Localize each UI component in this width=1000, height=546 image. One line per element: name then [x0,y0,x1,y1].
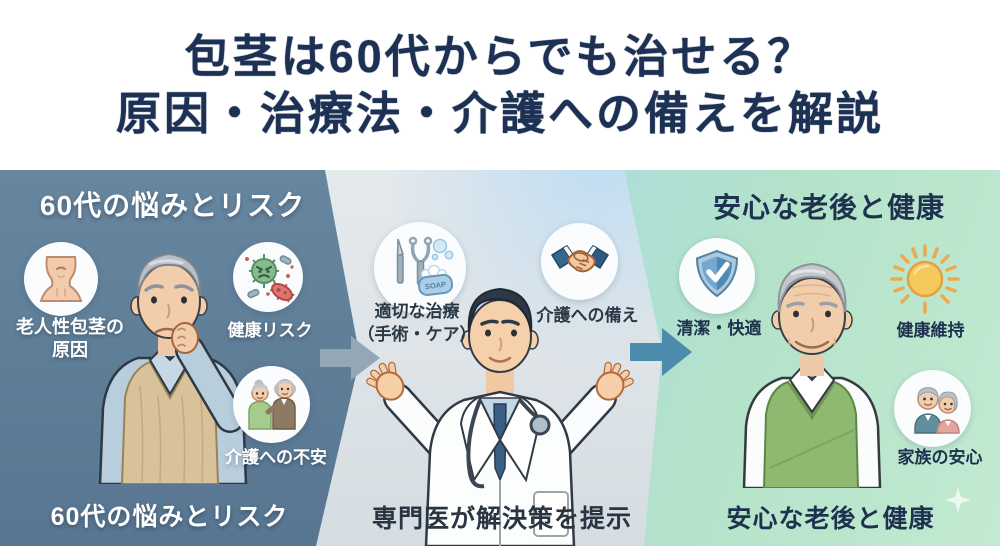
caregiving-couple-icon [233,366,310,443]
soap-text: SOAP [424,280,446,292]
health-maintenance-label: 健康維持 [896,321,965,340]
shield-check-icon [679,238,755,314]
title-line-2: 原因・治療法・介護への備えを解説 [115,88,884,139]
germs-icon [233,242,303,312]
right-arrow-icon [630,328,692,376]
title-line-1: 包茎は60代からでも治せる？ [184,30,816,82]
medical-tools-soap-icon: SOAP [374,222,466,314]
happy-elderly-man-illustration [742,262,882,488]
aging-label-line1: 老人性包茎の [16,317,124,337]
aging-neck-icon [24,242,98,316]
sparkle-icon [945,487,971,513]
handshake-icon [541,223,618,300]
treatment-label: 適切な治療 （手術・ケア） [342,300,492,346]
treatment-label-line2: （手術・ケア） [357,325,477,344]
treatment-label-line1: 適切な治療 [374,302,460,321]
worried-elderly-man-illustration [98,252,248,484]
right-arrow-icon [320,336,380,380]
title-area: 包茎は60代からでも治せる？ 原因・治療法・介護への備えを解説 [0,0,1000,170]
outcome-header: 安心な老後と健康 [712,192,945,223]
health-risk-label: 健康リスク [227,321,313,340]
problems-header: 60代の悩みとリスク [39,190,306,221]
problems-caption: 60代の悩みとリスク [50,503,289,531]
care-anxiety-label: 介護への不安 [225,448,327,467]
care-preparation-label: 介護への備え [536,306,639,325]
aging-label-line2: 原因 [52,340,88,360]
family-couple-icon [894,370,971,447]
solution-caption: 専門医が解決策を提示 [371,505,632,533]
family-relief-label: 家族の安心 [897,448,983,467]
three-step-scene: 60代の悩みとリスク [0,170,1000,546]
outcome-caption: 安心な老後と健康 [726,505,935,533]
sun-icon [890,244,960,314]
doctor-illustration [366,287,634,546]
aging-phimosis-label: 老人性包茎の 原因 [6,316,134,362]
clean-comfort-label: 清潔・快適 [676,319,762,338]
